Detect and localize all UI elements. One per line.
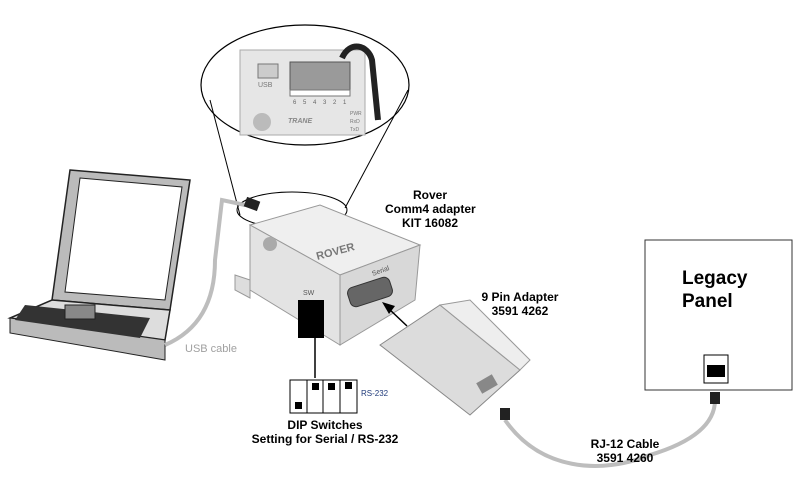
nine-pin-line1: 9 Pin Adapter [481,290,559,304]
sw-label: SW [303,290,315,297]
zoom-callout [200,24,410,229]
panel-line2: Panel [682,291,733,312]
pin-number: 3 [323,100,327,106]
usb-port-label: USB [258,82,273,89]
rj12-line2: 3591 4260 [596,451,654,465]
dip-line1: DIP Switches [287,418,363,432]
nine-pin-adapter [379,299,531,416]
pin-number: 6 [293,100,297,106]
led-label: TxD [350,127,360,133]
pin-number: 2 [333,100,337,106]
rover-adapter [234,204,422,346]
rover-line2: Comm4 adapter [385,202,476,216]
pin-number: 1 [343,100,347,106]
dip-line2: Setting for Serial / RS-232 [251,432,399,446]
dip-label: DIP Switches Setting for Serial / RS-232 [240,418,410,446]
rover-line3: KIT 16082 [401,216,459,230]
nine-pin-line2: 3591 4262 [491,304,549,318]
led-label: RxD [350,119,360,125]
rj12-label: RJ-12 Cable 3591 4260 [580,437,670,465]
nine-pin-label: 9 Pin Adapter 3591 4262 [475,290,565,318]
led-label: PWR [350,111,362,117]
rs232-label: RS-232 [361,389,389,398]
usb-cable-label: USB cable [185,343,237,355]
usb-cable [164,197,246,347]
rover-line1: Rover [412,188,447,202]
panel-title: Legacy Panel [682,267,747,313]
rj12-line1: RJ-12 Cable [590,437,660,451]
trane-logo: TRANE [288,118,313,125]
rj12-cable [503,399,717,468]
dip-switches [289,379,358,414]
rover-label: Rover Comm4 adapter KIT 16082 [385,188,476,230]
panel-line1: Legacy [682,268,748,289]
pin-number: 5 [303,100,307,106]
laptop [7,169,191,361]
pin-number: 4 [313,100,317,106]
